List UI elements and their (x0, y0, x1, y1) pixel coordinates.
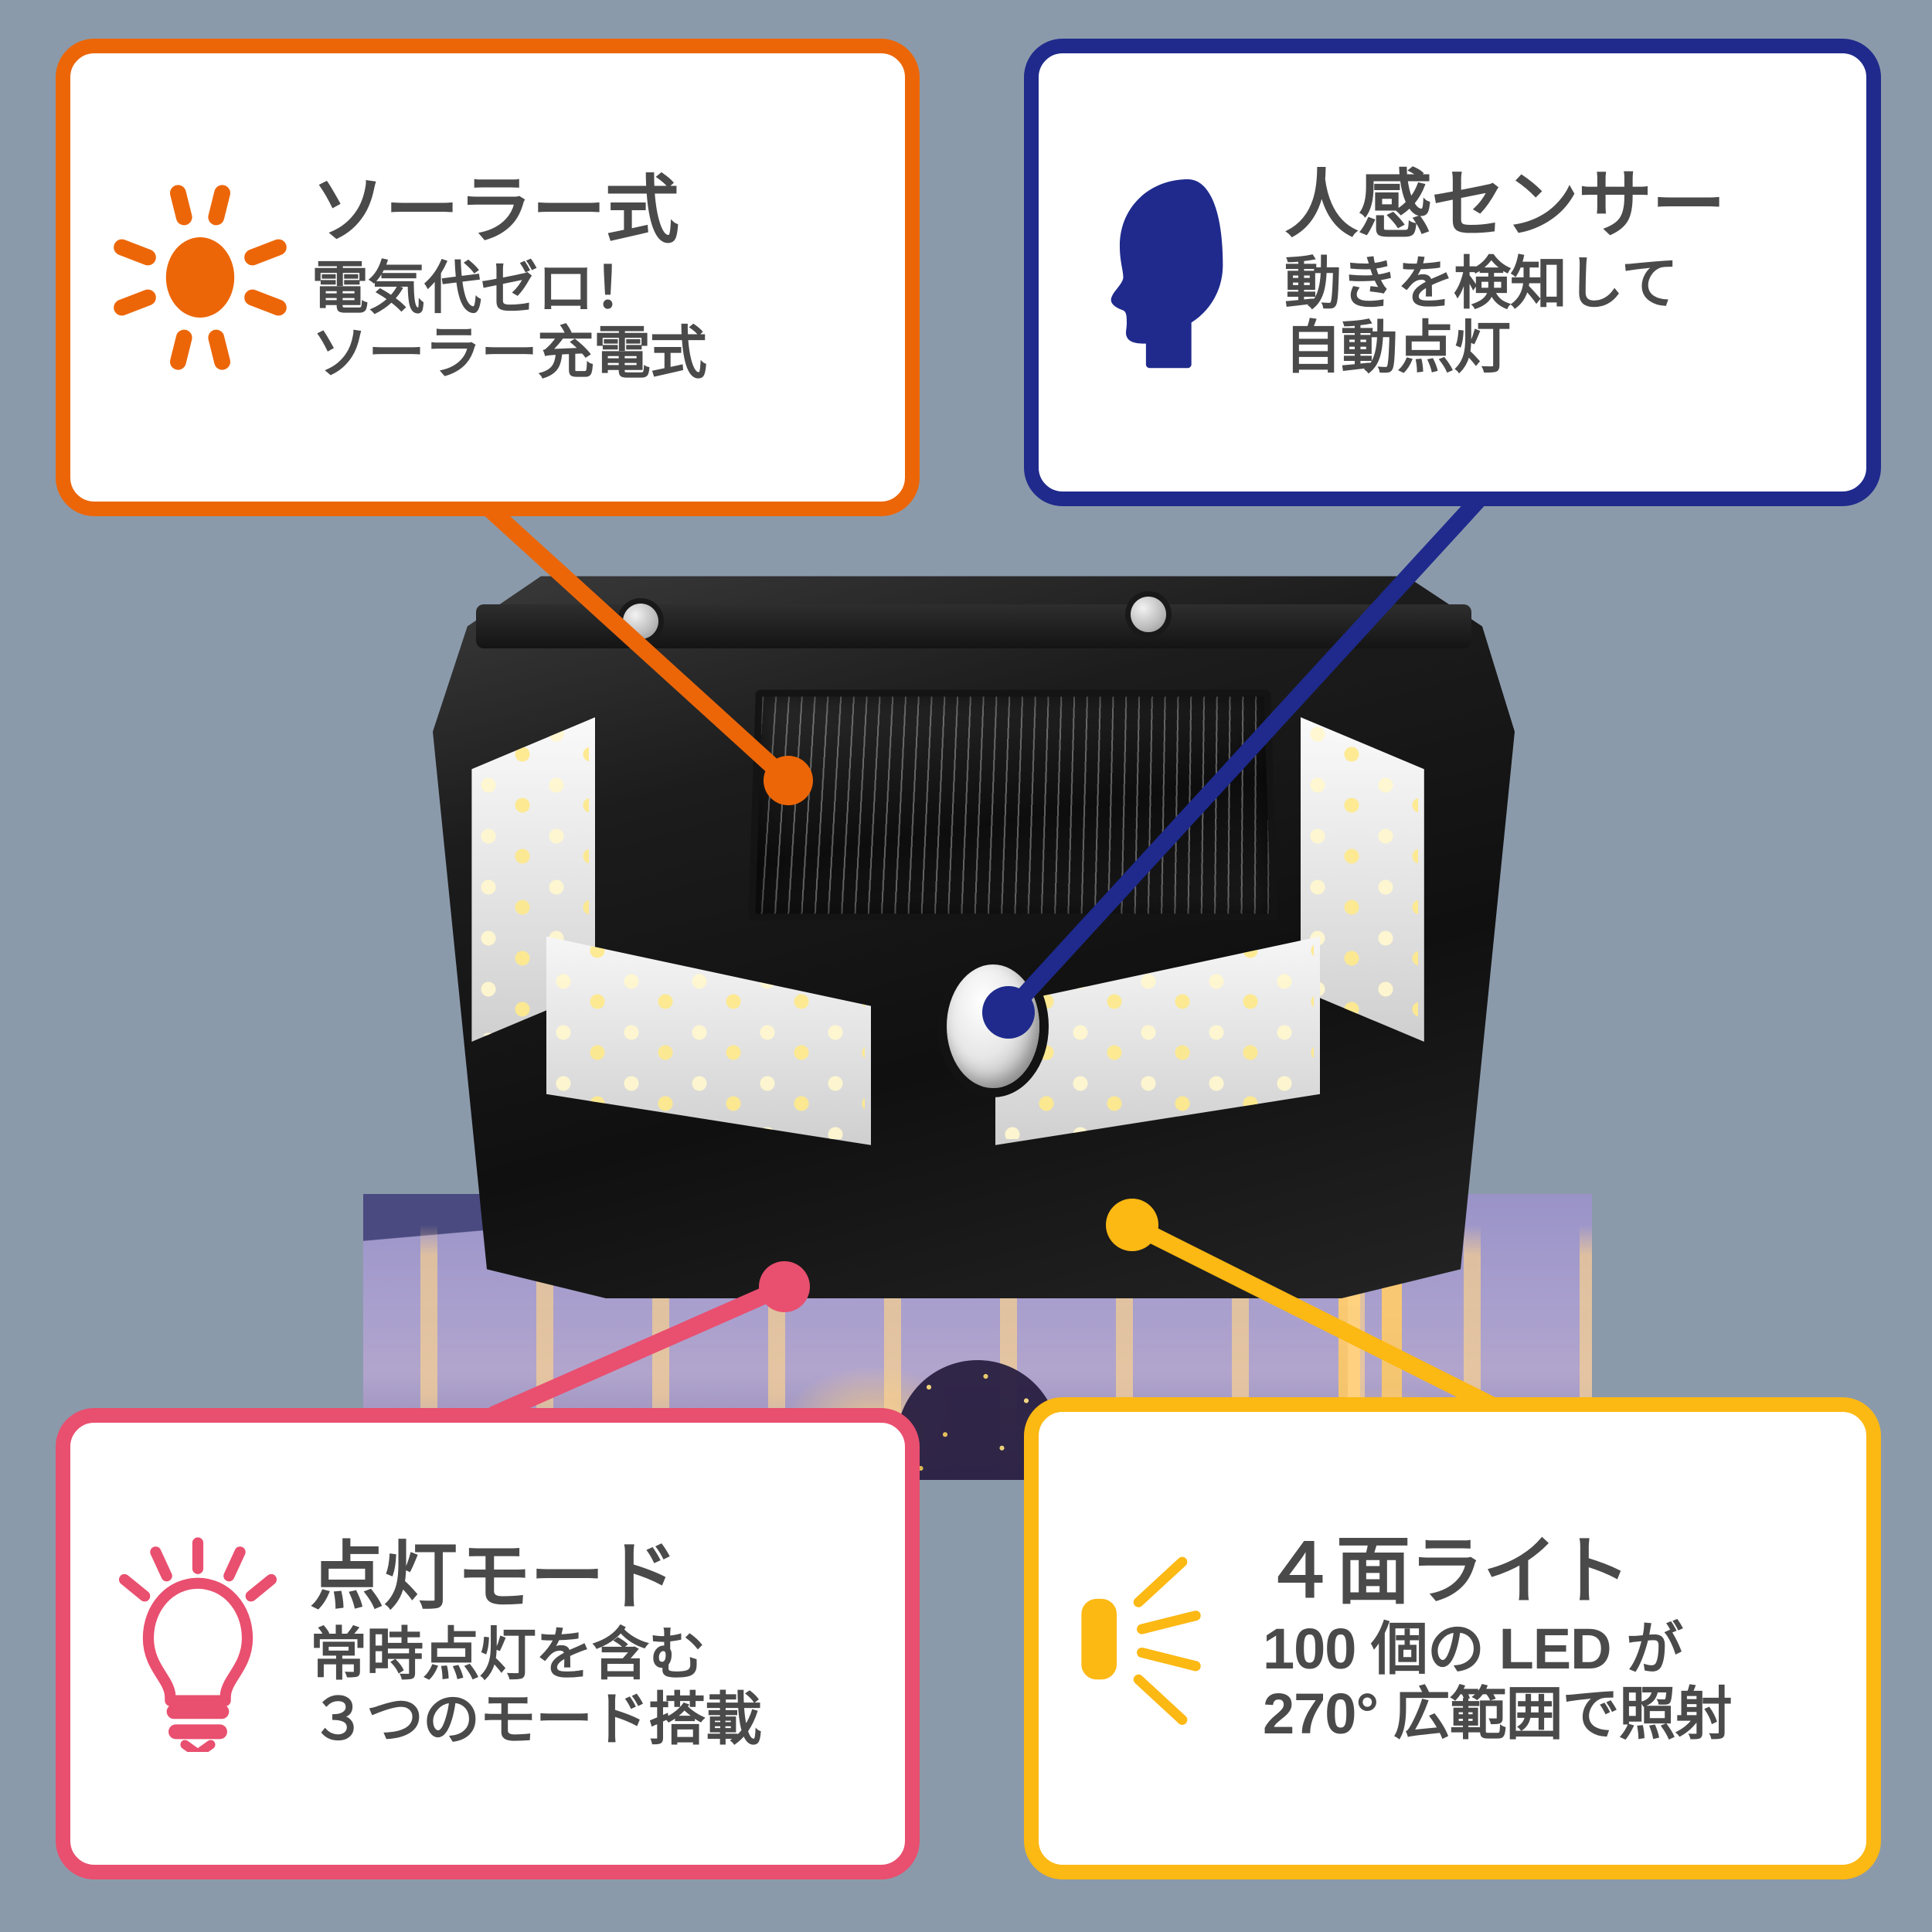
sun-icon (84, 177, 316, 378)
feature-card-solar-sub1: 電気代ゼロ！ (311, 256, 651, 321)
feature-card-four-side-light-title: ４面ライト (1263, 1529, 1631, 1613)
feature-card-four-side-light-text: ４面ライト 100 個の LED が 270° 広範囲で照射 (1263, 1529, 1866, 1746)
solar-led-wall-light (433, 572, 1515, 1298)
solar-panel (748, 690, 1278, 922)
feature-card-lighting-mode-sub1: 常時点灯を含む (310, 1622, 706, 1687)
pir-sensor-dome (947, 964, 1039, 1088)
feature-card-solar-text: ソーラー式 電気代ゼロ！ ソーラー充電式 (311, 168, 905, 385)
light-bulb-icon (94, 1536, 302, 1752)
mounting-screw (1131, 596, 1166, 632)
feature-card-solar-title: ソーラー式 (311, 168, 679, 252)
feature-card-lighting-mode[interactable]: 点灯モード 常時点灯を含む ３つのモード搭載 (56, 1408, 920, 1879)
feature-card-four-side-light-sub2: 270° 広範囲で照射 (1263, 1681, 1733, 1746)
head-profile-icon (1066, 172, 1267, 373)
feature-card-solar[interactable]: ソーラー式 電気代ゼロ！ ソーラー充電式 (56, 39, 920, 516)
feature-card-motion-sensor-sub1: 動きを検知して (1284, 250, 1679, 315)
feature-card-lighting-mode-sub2: ３つのモード搭載 (310, 1686, 762, 1751)
feature-card-motion-sensor-title: 人感センサー (1284, 164, 1726, 247)
feature-card-four-side-light-sub1: 100 個の LED が (1263, 1617, 1683, 1682)
feature-card-motion-sensor-sub2: 自動点灯 (1284, 315, 1511, 380)
feature-card-motion-sensor[interactable]: 人感センサー 動きを検知して 自動点灯 (1024, 39, 1881, 506)
feature-card-solar-sub2: ソーラー充電式 (311, 320, 707, 385)
light-beam-icon (1059, 1542, 1252, 1735)
feature-card-lighting-mode-title: 点灯モード (310, 1535, 678, 1618)
feature-card-four-side-light[interactable]: ４面ライト 100 個の LED が 270° 広範囲で照射 (1024, 1397, 1881, 1879)
feature-card-lighting-mode-text: 点灯モード 常時点灯を含む ３つのモード搭載 (310, 1535, 905, 1751)
feature-card-motion-sensor-text: 人感センサー 動きを検知して 自動点灯 (1284, 168, 1866, 377)
